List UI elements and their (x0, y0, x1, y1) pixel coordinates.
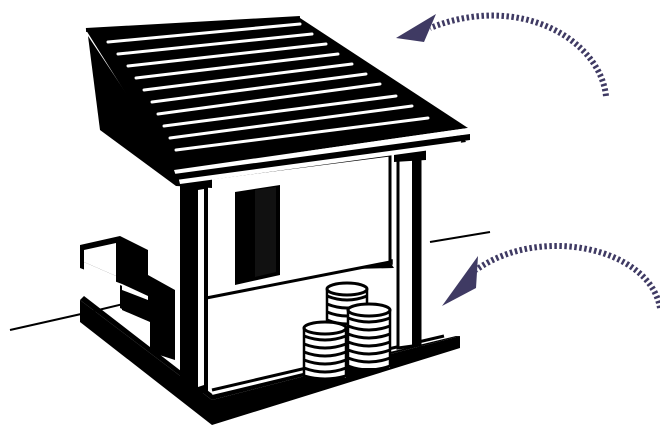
barrel-icon (302, 320, 348, 381)
right-column (394, 150, 426, 350)
annex-block (80, 236, 175, 360)
roof (85, 16, 470, 186)
barrel-stack (302, 281, 392, 381)
curved-arrow-icon (396, 12, 609, 97)
left-column (176, 176, 212, 395)
barrel-icon (346, 302, 392, 372)
curved-arrow-icon (442, 242, 660, 309)
roof-stripes (106, 22, 430, 152)
